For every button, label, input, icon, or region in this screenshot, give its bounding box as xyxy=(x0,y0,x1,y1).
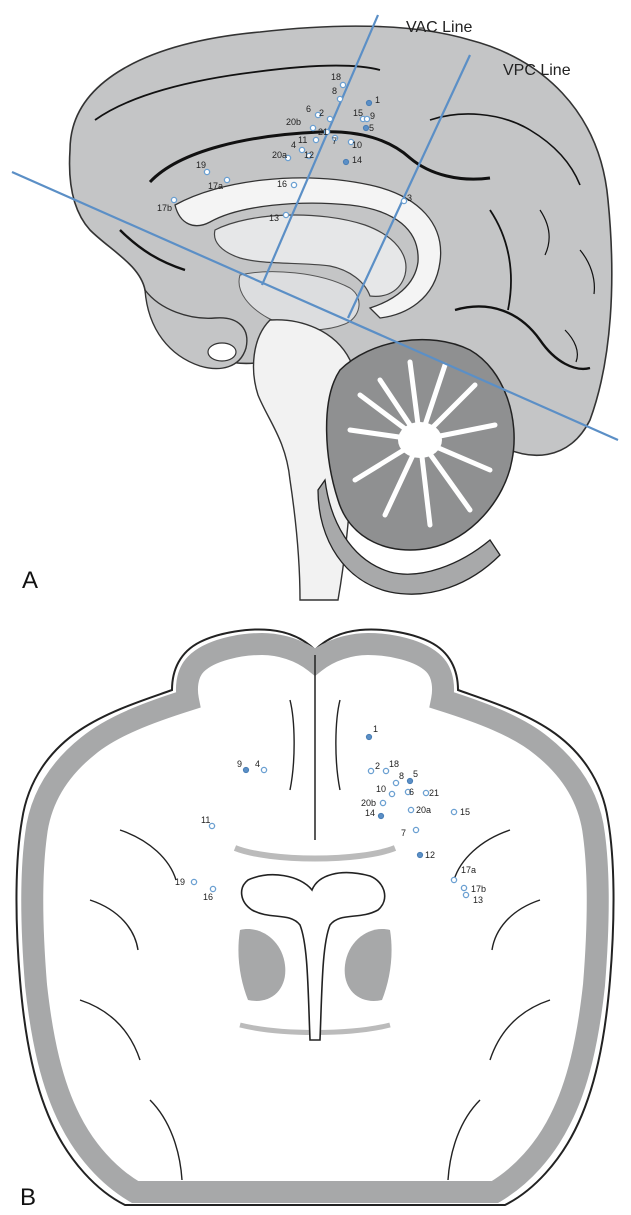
a-point-label-9: 9 xyxy=(370,111,375,121)
a-point-label-4: 4 xyxy=(291,140,296,150)
a-point-label-17a: 17a xyxy=(208,181,223,191)
b-point-20b xyxy=(380,800,385,805)
a-point-label-14: 14 xyxy=(352,155,362,165)
a-point-label-8: 8 xyxy=(332,86,337,96)
a-point-label-16: 16 xyxy=(277,179,287,189)
a-point-18 xyxy=(340,82,345,87)
a-point-14 xyxy=(343,159,348,164)
b-point-label-20b: 20b xyxy=(361,798,376,808)
b-point-18 xyxy=(383,768,388,773)
b-point-label-20a: 20a xyxy=(416,805,431,815)
b-point-label-5: 5 xyxy=(413,769,418,779)
a-point-label-12: 12 xyxy=(304,150,314,160)
b-point-13 xyxy=(463,892,468,897)
vac-line-label: VAC Line xyxy=(406,19,473,36)
b-point-label-12: 12 xyxy=(425,850,435,860)
a-point-5 xyxy=(363,125,368,130)
a-point-label-2: 2 xyxy=(319,108,324,118)
a-point-label-19: 19 xyxy=(196,160,206,170)
b-point-label-17b: 17b xyxy=(471,884,486,894)
b-point-label-19: 19 xyxy=(175,877,185,887)
b-point-19 xyxy=(191,879,196,884)
b-point-16 xyxy=(210,886,215,891)
a-point-label-15: 15 xyxy=(353,108,363,118)
a-point-label-3: 3 xyxy=(407,193,412,203)
b-point-label-11: 11 xyxy=(201,815,210,825)
panel-a-letter: A xyxy=(22,567,38,594)
b-point-14 xyxy=(378,813,383,818)
a-point-label-18: 18 xyxy=(331,72,341,82)
pituitary xyxy=(208,343,236,361)
b-point-5 xyxy=(407,778,412,783)
a-point-13 xyxy=(283,212,288,217)
a-point-label-13: 13 xyxy=(269,213,279,223)
b-point-label-14: 14 xyxy=(365,808,375,818)
a-point-17a xyxy=(224,177,229,182)
a-point-label-5: 5 xyxy=(369,123,374,133)
b-point-label-6: 6 xyxy=(409,787,414,797)
a-point-8 xyxy=(337,96,342,101)
a-point-label-1: 1 xyxy=(375,95,380,105)
b-point-17b xyxy=(461,885,466,890)
a-point-2 xyxy=(327,116,332,121)
a-point-20b xyxy=(310,125,315,130)
b-point-4 xyxy=(261,767,266,772)
b-point-2 xyxy=(368,768,373,773)
b-point-8 xyxy=(393,780,398,785)
a-point-label-11: 11 xyxy=(298,135,307,145)
panel-b-letter: B xyxy=(20,1184,36,1211)
b-point-label-17a: 17a xyxy=(461,865,476,875)
b-point-1 xyxy=(366,734,371,739)
b-point-12 xyxy=(417,852,422,857)
a-point-3 xyxy=(401,198,406,203)
b-point-label-21: 21 xyxy=(429,788,439,798)
b-point-label-4: 4 xyxy=(255,759,260,769)
b-point-7 xyxy=(413,827,418,832)
vpc-line-label: VPC Line xyxy=(503,62,571,79)
a-point-label-10: 10 xyxy=(352,140,362,150)
a-point-16 xyxy=(291,182,296,187)
b-point-label-9: 9 xyxy=(237,759,242,769)
a-point-label-20a: 20a xyxy=(272,150,287,160)
b-point-20a xyxy=(408,807,413,812)
b-point-15 xyxy=(451,809,456,814)
b-point-label-1: 1 xyxy=(373,724,378,734)
b-point-label-8: 8 xyxy=(399,771,404,781)
a-point-19 xyxy=(204,169,209,174)
b-point-10 xyxy=(389,791,394,796)
b-point-21 xyxy=(423,790,428,795)
a-point-17b xyxy=(171,197,176,202)
a-point-label-21: 21 xyxy=(318,127,328,137)
b-point-label-2: 2 xyxy=(375,761,380,771)
a-point-label-7: 7 xyxy=(332,136,337,146)
a-point-1 xyxy=(366,100,371,105)
b-point-label-18: 18 xyxy=(389,759,399,769)
a-point-label-20b: 20b xyxy=(286,117,301,127)
b-point-label-13: 13 xyxy=(473,895,483,905)
b-point-17a xyxy=(451,877,456,882)
cerebellum xyxy=(318,340,514,595)
a-point-11 xyxy=(313,137,318,142)
b-point-9 xyxy=(243,767,248,772)
b-point-label-10: 10 xyxy=(376,784,386,794)
b-point-label-15: 15 xyxy=(460,807,470,817)
a-point-label-6: 6 xyxy=(306,104,311,114)
b-point-label-16: 16 xyxy=(203,892,213,902)
b-point-label-7: 7 xyxy=(401,828,406,838)
a-point-label-17b: 17b xyxy=(157,203,172,213)
a-point-9 xyxy=(364,116,369,121)
